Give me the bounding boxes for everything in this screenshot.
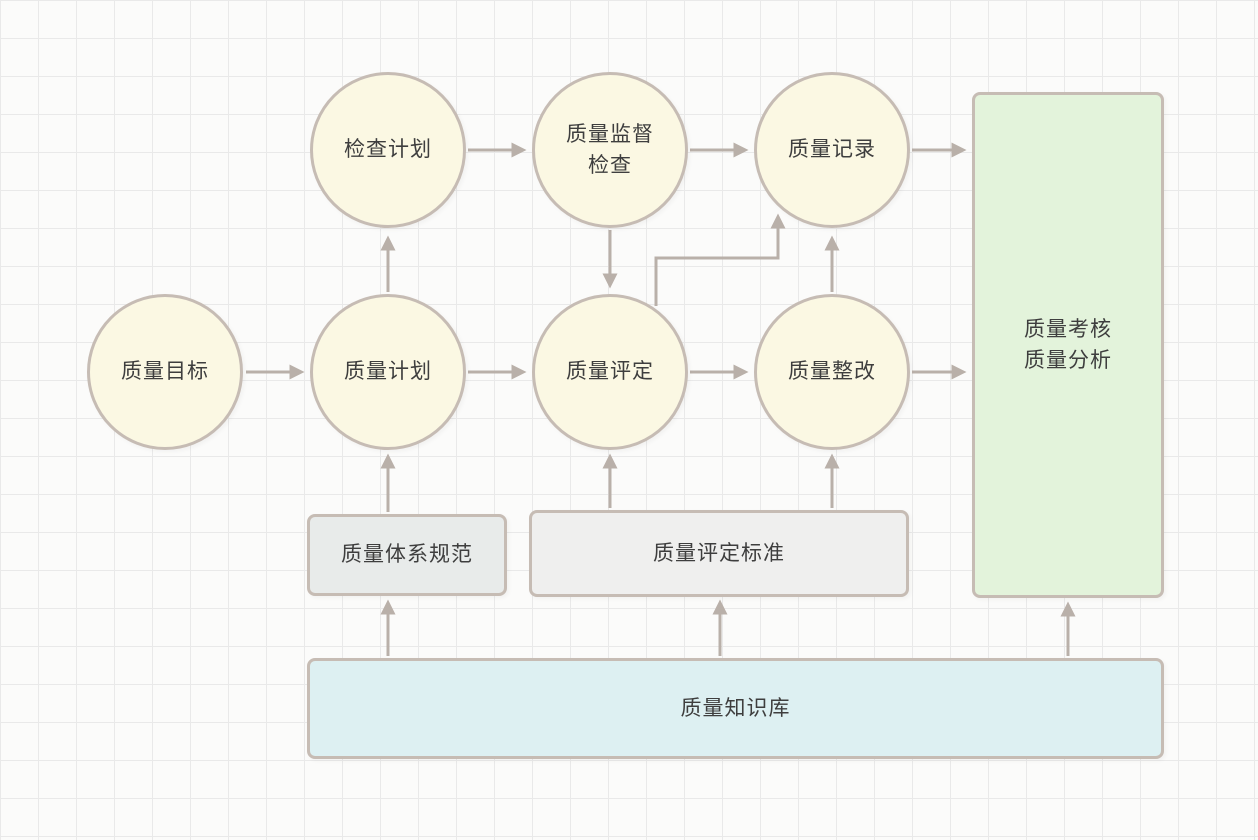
node-assessment-analysis[interactable]: 质量考核 质量分析 <box>972 92 1164 598</box>
node-quality-goal-label: 质量目标 <box>121 360 209 384</box>
node-supervision-inspection[interactable]: 质量监督 检查 <box>532 72 688 228</box>
node-inspection-plan[interactable]: 检查计划 <box>310 72 466 228</box>
node-quality-system-spec-label: 质量体系规范 <box>341 543 473 567</box>
node-assessment-standard-label: 质量评定标准 <box>653 541 785 565</box>
node-quality-assessment-label: 质量评定 <box>566 360 654 384</box>
node-quality-record[interactable]: 质量记录 <box>754 72 910 228</box>
node-knowledge-base[interactable]: 质量知识库 <box>307 658 1164 759</box>
node-quality-system-spec[interactable]: 质量体系规范 <box>307 514 507 596</box>
node-quality-goal[interactable]: 质量目标 <box>87 294 243 450</box>
node-quality-record-label: 质量记录 <box>788 138 876 162</box>
edge-assessment-to-record <box>654 213 786 306</box>
node-assessment-standard[interactable]: 质量评定标准 <box>529 510 909 597</box>
node-quality-rectification-label: 质量整改 <box>788 360 876 384</box>
node-quality-plan[interactable]: 质量计划 <box>310 294 466 450</box>
node-supervision-inspection-label: 质量监督 检查 <box>566 122 654 178</box>
node-knowledge-base-label: 质量知识库 <box>680 696 791 720</box>
node-quality-assessment[interactable]: 质量评定 <box>532 294 688 450</box>
node-quality-rectification[interactable]: 质量整改 <box>754 294 910 450</box>
node-quality-plan-label: 质量计划 <box>344 360 432 384</box>
node-assessment-analysis-label: 质量考核 质量分析 <box>1024 317 1112 373</box>
node-inspection-plan-label: 检查计划 <box>344 138 432 162</box>
